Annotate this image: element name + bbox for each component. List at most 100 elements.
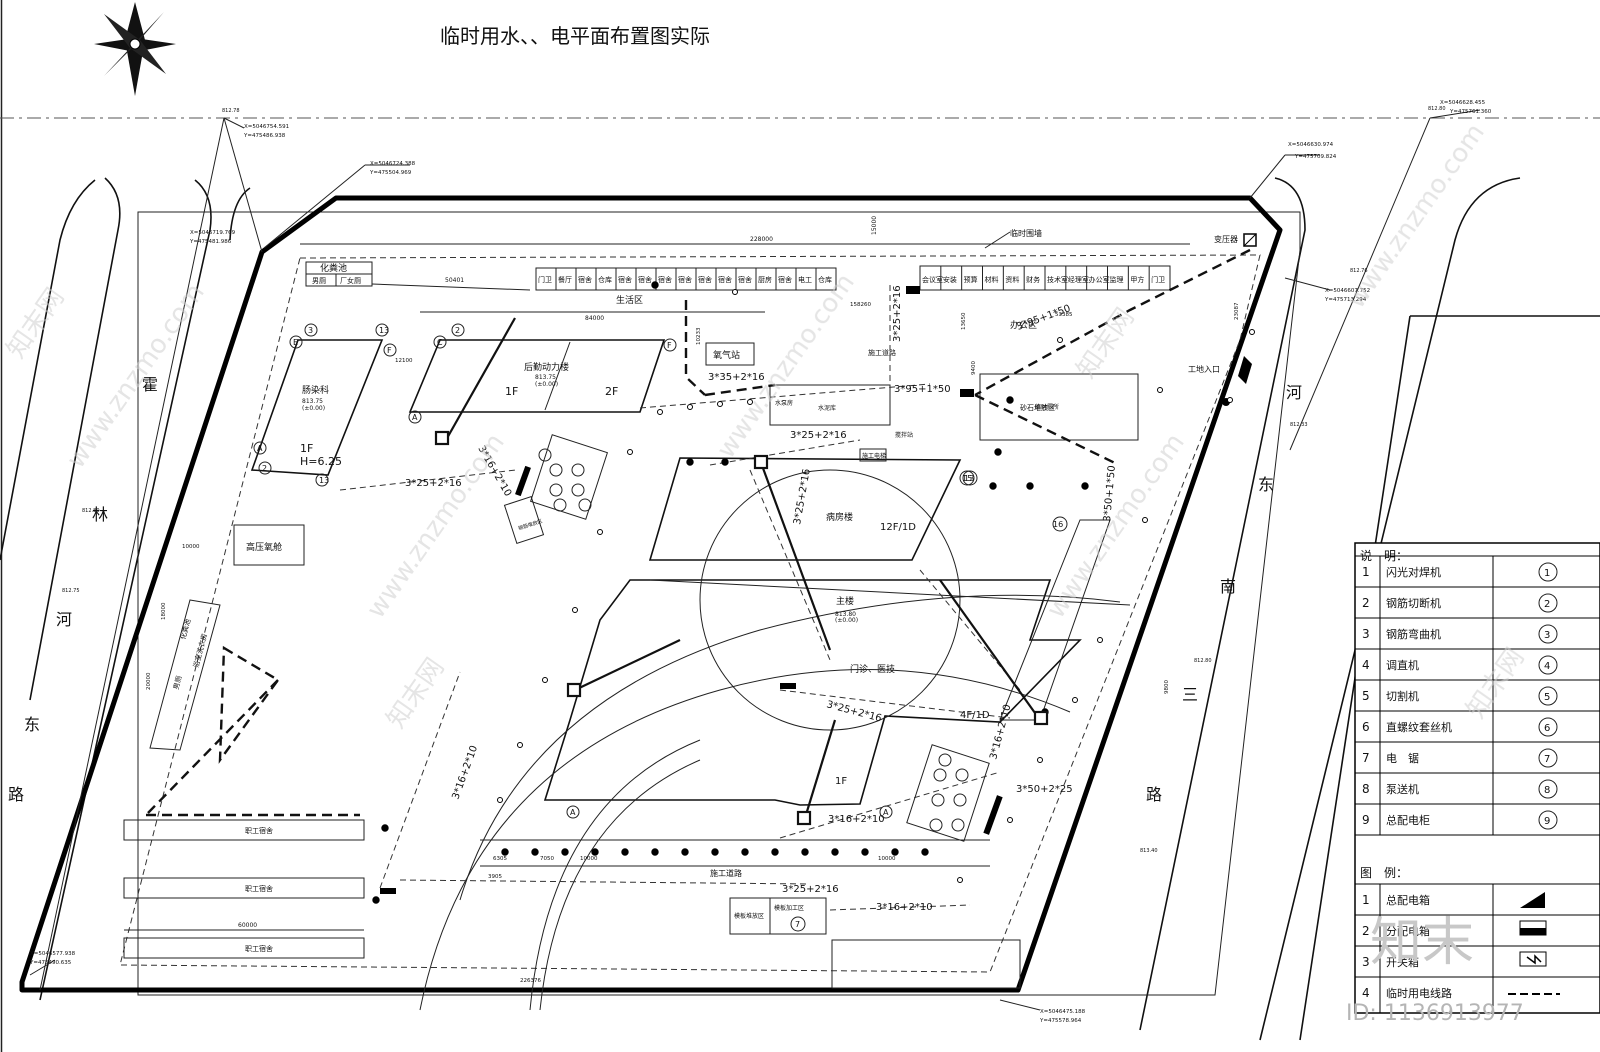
light-pole <box>686 458 694 466</box>
svg-text:C: C <box>437 338 443 347</box>
svg-text:3*25+2*16: 3*25+2*16 <box>792 468 813 526</box>
svg-text:知末网: 知末网 <box>1071 303 1140 384</box>
svg-text:12100: 12100 <box>395 358 413 364</box>
legend-symbol <box>1538 810 1558 830</box>
light-pole <box>711 848 719 856</box>
light-pole <box>1249 329 1255 335</box>
svg-text:林: 林 <box>92 505 108 524</box>
svg-text:3905: 3905 <box>488 874 502 880</box>
light-pole <box>994 448 1002 456</box>
living-room-label: 宿舍 <box>618 275 632 284</box>
north-arrow-icon <box>94 2 176 96</box>
svg-text:A: A <box>257 444 263 453</box>
equipment-symbol <box>549 463 563 477</box>
svg-text:813.75: 813.75 <box>535 374 556 381</box>
equipment-symbol <box>955 768 969 782</box>
light-pole <box>561 848 569 856</box>
svg-text:18000: 18000 <box>161 602 167 620</box>
svg-text:(±0.00): (±0.00) <box>835 617 858 624</box>
svg-text:Y=475709.824: Y=475709.824 <box>1294 154 1337 160</box>
watermark-logo: 知末 <box>1370 913 1474 973</box>
light-pole <box>1227 397 1233 403</box>
svg-text:3*25+2*16: 3*25+2*16 <box>782 884 839 895</box>
svg-text:4F/1D: 4F/1D <box>960 710 990 721</box>
switch-box-icon <box>1519 951 1547 967</box>
svg-text:1F: 1F <box>505 385 518 398</box>
svg-text:后勤动力楼: 后勤动力楼 <box>524 361 569 373</box>
living-room-label: 宿舍 <box>658 275 672 284</box>
legend-item-name: 泵送机 <box>1386 782 1419 796</box>
equipment-symbol <box>549 483 563 497</box>
svg-text:变压器: 变压器 <box>1214 234 1238 244</box>
svg-text:职工宿舍: 职工宿舍 <box>245 826 273 835</box>
legend-symbol <box>1538 593 1558 613</box>
svg-text:职工宿舍: 职工宿舍 <box>245 944 273 953</box>
dimension-label: 228000 <box>750 236 773 243</box>
equipment-shed <box>529 434 609 520</box>
legend-number: 8 <box>1362 782 1370 796</box>
light-pole <box>1142 517 1148 523</box>
svg-text:化粪池: 化粪池 <box>320 262 347 274</box>
svg-text:50401: 50401 <box>445 277 464 284</box>
svg-text:路: 路 <box>1146 785 1162 804</box>
svg-text:Y=475481.986: Y=475481.986 <box>189 239 232 245</box>
svg-text:主楼: 主楼 <box>836 595 854 607</box>
light-pole <box>1037 757 1043 763</box>
road-edge-left-4 <box>229 187 251 241</box>
equipment-shed <box>906 744 990 842</box>
light-pole <box>531 848 539 856</box>
light-pole <box>681 848 689 856</box>
svg-text:7050: 7050 <box>540 856 554 862</box>
equipment-symbol <box>951 818 965 832</box>
svg-text:河: 河 <box>1286 383 1302 402</box>
light-pole <box>831 848 839 856</box>
svg-text:知末网: 知末网 <box>1 283 70 364</box>
office-room-label: 会议室 <box>922 275 943 284</box>
legend-item-name: 开关箱 <box>1386 955 1419 969</box>
legend-symbol <box>1538 748 1558 768</box>
light-pole <box>1097 637 1103 643</box>
living-room-label: 宿舍 <box>778 275 792 284</box>
svg-text:路: 路 <box>8 785 24 804</box>
living-room-label: 宿舍 <box>638 275 652 284</box>
light-pole <box>801 848 809 856</box>
legend-number: 4 <box>1362 658 1370 672</box>
svg-text:3*16+2*10: 3*16+2*10 <box>988 703 1013 760</box>
svg-text:23087: 23087 <box>1234 302 1240 320</box>
light-pole <box>921 848 929 856</box>
dimension-label: 15000 <box>871 216 878 235</box>
svg-text:10233: 10233 <box>696 327 702 345</box>
gravel-yard-label: 砂石堆放区 <box>1020 403 1055 412</box>
coordinate-leaders <box>29 109 1481 1011</box>
legend-item-name: 分配电箱 <box>1386 924 1430 938</box>
legend-number: 3 <box>1362 627 1370 641</box>
light-pole <box>517 742 523 748</box>
svg-text:13: 13 <box>319 476 329 485</box>
equipment-symbol <box>938 753 952 767</box>
svg-text:3: 3 <box>308 326 313 335</box>
road-edge-left-3 <box>39 179 212 1001</box>
living-area: 门卫餐厅宿舍仓库宿舍宿舍宿舍宿舍宿舍宿舍宿舍厨房宿舍电工仓库 生活区 84000… <box>371 267 837 322</box>
svg-text:A: A <box>883 808 889 817</box>
svg-text:门诊、医技: 门诊、医技 <box>850 663 895 675</box>
legend-symbol-number: 6 <box>1544 723 1550 734</box>
svg-text:1F: 1F <box>300 442 313 455</box>
legend-item-name: 电 锯 <box>1386 751 1419 765</box>
office-room-label: 资料 <box>1005 275 1019 284</box>
light-pole <box>1007 817 1013 823</box>
legend-symbol <box>1538 655 1558 675</box>
svg-text:临时围墙: 临时围墙 <box>1010 228 1042 238</box>
svg-text:霍: 霍 <box>142 375 158 394</box>
svg-text:生活区: 生活区 <box>616 294 643 306</box>
light-pole <box>542 677 548 683</box>
svg-text:3*25+2*16: 3*25+2*16 <box>405 478 462 489</box>
svg-text:813.75: 813.75 <box>302 398 323 405</box>
legend-number: 6 <box>1362 720 1370 734</box>
svg-text:226376: 226376 <box>520 978 541 984</box>
svg-text:16: 16 <box>1053 520 1063 529</box>
light-pole <box>687 404 693 410</box>
road-edge-right-1 <box>1139 177 1306 1031</box>
svg-text:6305: 6305 <box>493 856 507 862</box>
svg-text:浴室洗衣房: 浴室洗衣房 <box>191 632 209 668</box>
light-pole <box>989 482 997 490</box>
